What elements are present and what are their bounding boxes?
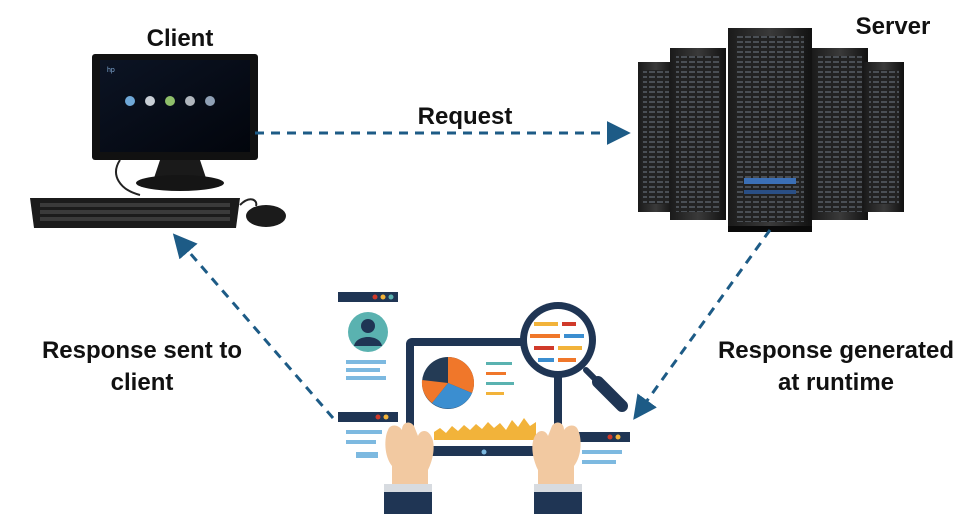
server-rack-icon bbox=[638, 28, 904, 232]
response-generated-arrow bbox=[633, 229, 772, 420]
response-generated-label-line2: at runtime bbox=[778, 369, 894, 396]
response-sent-label-line1: Response sent to bbox=[42, 337, 242, 364]
tablet-analytics-icon bbox=[338, 292, 630, 514]
svg-text:hp: hp bbox=[107, 67, 115, 74]
response-sent-arrow bbox=[172, 233, 335, 419]
desktop-computer-icon: hp bbox=[30, 54, 286, 228]
request-label: Request bbox=[418, 103, 513, 130]
server-label: Server bbox=[856, 13, 931, 40]
client-label: Client bbox=[147, 25, 214, 52]
response-sent-label-line2: client bbox=[111, 369, 174, 396]
response-generated-label-line1: Response generated bbox=[718, 337, 954, 364]
